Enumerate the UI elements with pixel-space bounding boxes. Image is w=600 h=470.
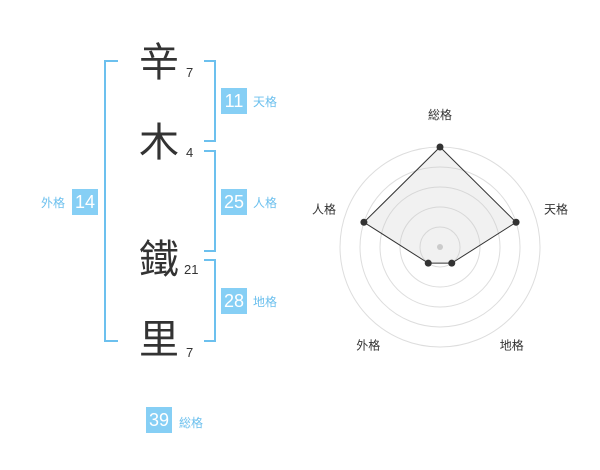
radar-axis-label-5: 人格 <box>312 201 336 216</box>
name-char-4: 里 <box>139 317 179 363</box>
tenkaku-value: 11 <box>221 88 247 114</box>
soukaku-label: 総格 <box>179 416 204 430</box>
jinkaku-label: 人格 <box>253 196 278 210</box>
stroke-count-1: 7 <box>186 65 194 80</box>
radar-area <box>363 146 517 264</box>
gaikaku-value: 14 <box>72 189 98 215</box>
stroke-count-4: 7 <box>186 345 194 360</box>
stroke-count-2: 4 <box>186 145 194 160</box>
chikaku-value: 28 <box>221 288 247 314</box>
radar-axis-label-2: 天格 <box>544 201 568 216</box>
chikaku-bracket <box>204 259 216 342</box>
radar-ring-3 <box>379 186 501 308</box>
radar-ring-1 <box>419 226 461 268</box>
radar-point-2 <box>512 218 520 226</box>
radar-point-3 <box>448 259 456 267</box>
tenkaku-label: 天格 <box>253 95 278 109</box>
gaikaku-bracket <box>104 60 118 342</box>
name-char-2: 木 <box>139 120 179 166</box>
name-char-3: 鐵 <box>139 237 179 283</box>
gaikaku-label: 外格 <box>41 196 66 210</box>
jinkaku-bracket <box>204 150 216 252</box>
soukaku-value: 39 <box>146 407 172 433</box>
radar-point-4 <box>424 259 432 267</box>
radar-axis-label-4: 外格 <box>356 338 380 353</box>
radar-point-1 <box>436 143 444 151</box>
radar-ring-4 <box>359 166 521 328</box>
radar-center <box>437 244 443 250</box>
radar-axis-label-1: 総格 <box>428 107 452 122</box>
chikaku-label: 地格 <box>253 295 278 309</box>
stroke-count-3: 21 <box>184 262 199 277</box>
jinkaku-value: 25 <box>221 189 247 215</box>
radar-ring-2 <box>399 206 481 288</box>
name-char-1: 辛 <box>139 40 179 86</box>
radar-point-5 <box>360 218 368 226</box>
radar-axis-label-3: 地格 <box>500 338 524 353</box>
tenkaku-bracket <box>204 60 216 142</box>
